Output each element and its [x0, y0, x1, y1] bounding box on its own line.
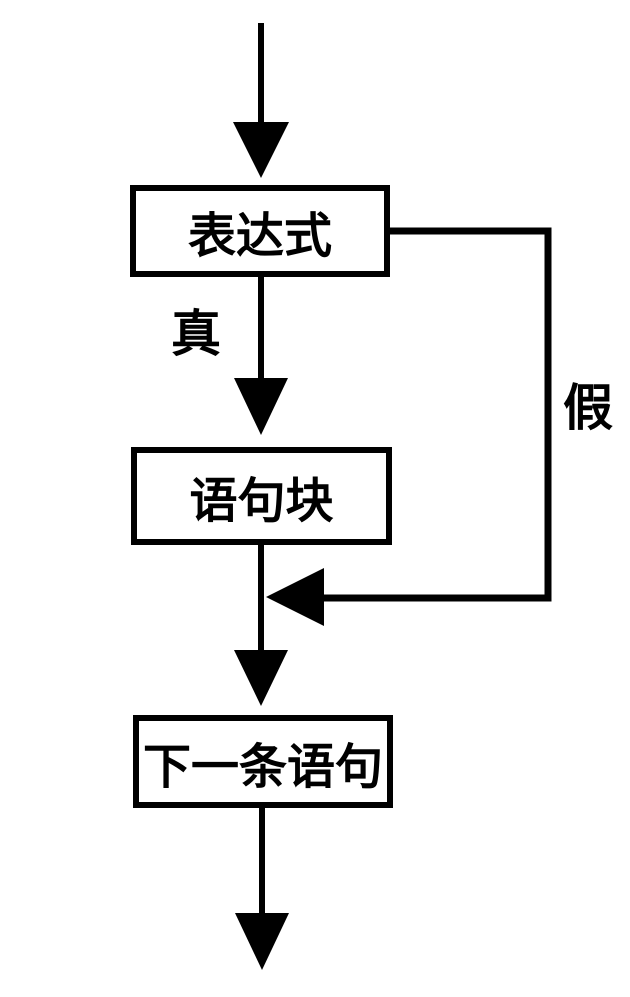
exit-arrowhead-icon: [235, 913, 289, 970]
false-branch-arrowhead-icon: [266, 568, 324, 626]
false-edge-label: 假: [563, 380, 613, 436]
node-next-statement: 下一条语句: [133, 715, 393, 808]
node-next-statement-label: 下一条语句: [142, 740, 383, 794]
false-branch-line: [266, 227, 552, 626]
exit-arrow: [235, 808, 289, 970]
node-statement-block-label: 语句块: [189, 475, 334, 528]
node-expression: 表达式: [130, 185, 390, 277]
true-arrowhead-icon: [234, 378, 288, 435]
entry-arrowhead-icon: [233, 122, 289, 178]
false-branch-path: [322, 227, 552, 602]
true-edge-label: 真: [171, 306, 221, 362]
block-to-next-arrow: [234, 545, 288, 706]
block-exit-arrowhead-icon: [234, 650, 288, 706]
entry-arrow: [233, 23, 289, 178]
true-branch-arrow: [234, 277, 288, 435]
node-statement-block: 语句块: [131, 447, 392, 545]
node-expression-label: 表达式: [187, 210, 332, 263]
